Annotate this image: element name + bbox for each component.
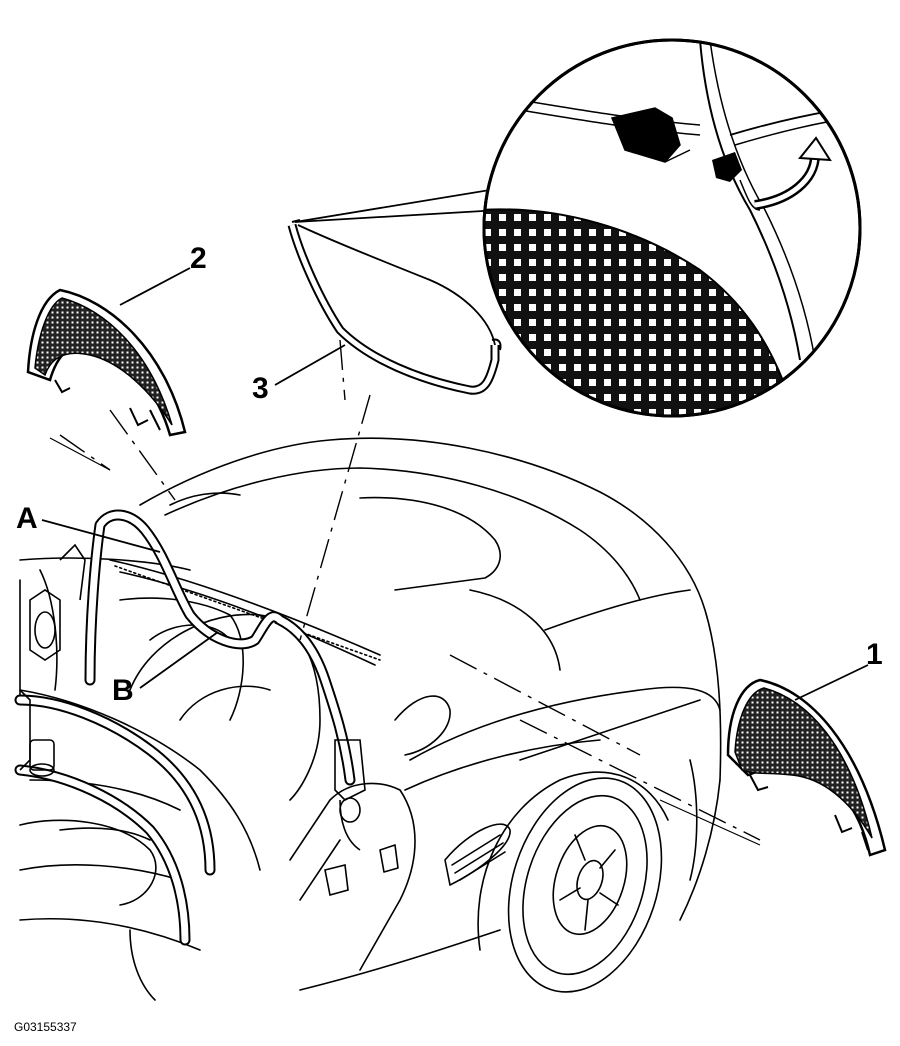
left-mechanism: [19, 543, 366, 897]
leader-a: [41, 519, 161, 553]
callout-part-2: 2: [190, 242, 207, 275]
part-1-mesh-panel: [726, 678, 887, 857]
roll-bars: [14, 509, 356, 946]
leader-b: [139, 631, 219, 689]
explode-lines: [59, 339, 761, 841]
part-3-deflector-frame: [287, 219, 502, 395]
callout-point-a: A: [16, 502, 38, 535]
callout-point-b: B: [112, 674, 134, 707]
leader-2: [119, 267, 191, 306]
leader-1: [794, 664, 869, 701]
part-2-mesh-panel: [26, 288, 187, 437]
explode-lines-solid: [49, 437, 761, 846]
magnifier-detail: [294, 38, 862, 418]
figure-id: G03155337: [14, 1020, 77, 1034]
callout-leaders: [41, 267, 869, 701]
callout-part-1: 1: [866, 638, 883, 671]
leader-3: [274, 344, 346, 386]
callout-part-3: 3: [252, 372, 269, 405]
car-body: [19, 437, 722, 1001]
